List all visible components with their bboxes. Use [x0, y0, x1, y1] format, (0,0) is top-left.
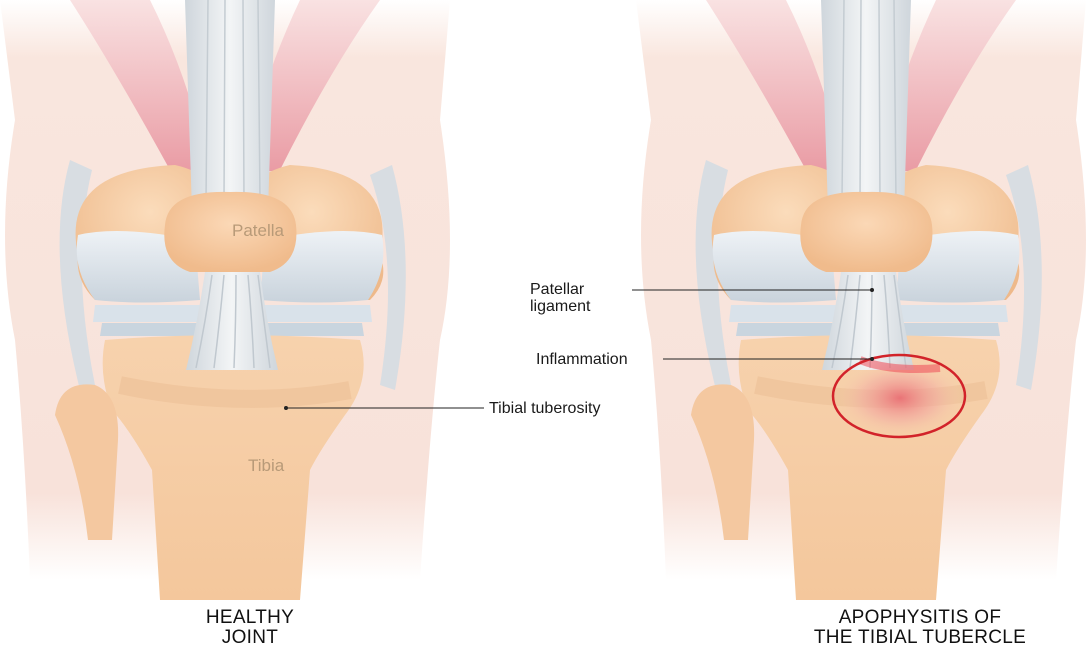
healthy-caption-line2: JOINT — [170, 628, 330, 648]
healthy-knee — [0, 0, 450, 600]
patellar-ligament-label: Patellar ligament — [530, 281, 590, 315]
tibial-tuberosity-dot — [284, 406, 288, 410]
affected-knee — [636, 0, 1086, 600]
healthy-joint-caption: HEALTHY JOINT — [170, 608, 330, 648]
tibia-label: Tibia — [248, 456, 284, 476]
patellar-ligament-label-line1: Patellar — [530, 281, 590, 298]
inflammation-dot — [870, 357, 874, 361]
tibial-tuberosity-label: Tibial tuberosity — [489, 400, 600, 417]
healthy-caption-line1: HEALTHY — [170, 608, 330, 628]
apophysitis-caption-line2: THE TIBIAL TUBERCLE — [760, 628, 1080, 648]
apophysitis-caption: APOPHYSITIS OF THE TIBIAL TUBERCLE — [760, 608, 1080, 648]
apophysitis-caption-line1: APOPHYSITIS OF — [760, 608, 1080, 628]
patellar-ligament-dot — [870, 288, 874, 292]
patellar-ligament-label-line2: ligament — [530, 298, 590, 315]
inflammation-label: Inflammation — [536, 351, 628, 368]
patella-label: Patella — [232, 221, 284, 241]
